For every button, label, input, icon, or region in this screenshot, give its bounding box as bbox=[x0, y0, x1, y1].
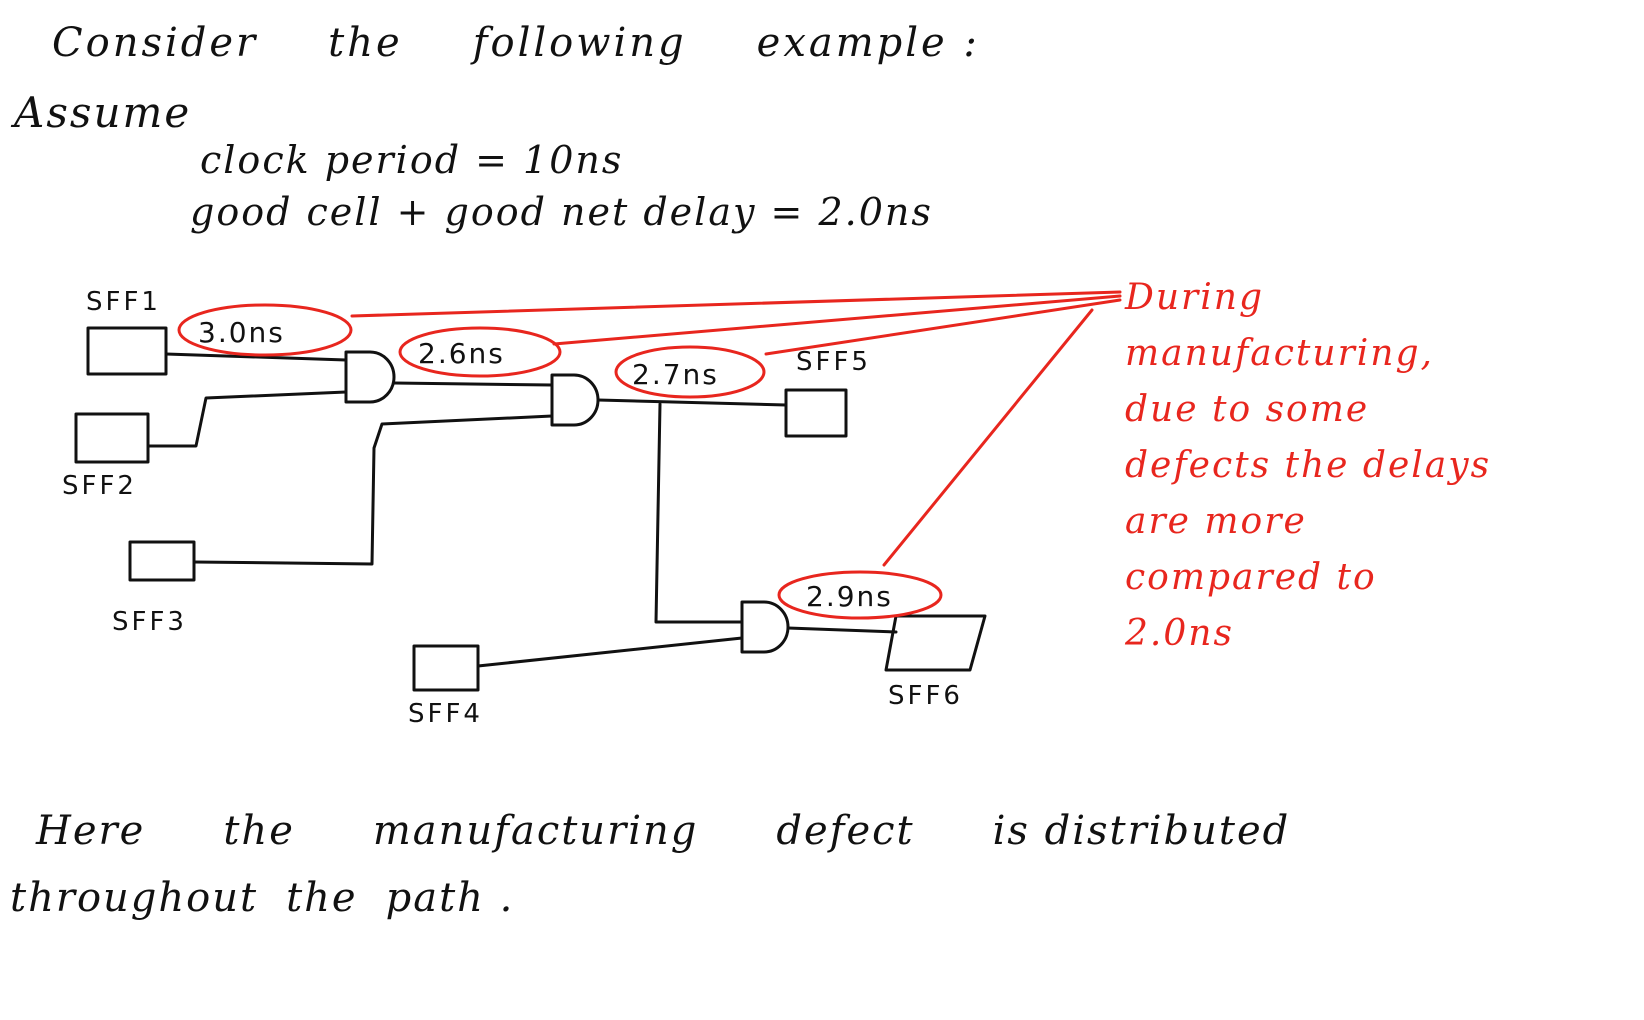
annotation-line: defects the delays bbox=[1125, 445, 1492, 486]
whiteboard-page: Consider the following example : Assume clo… bbox=[10, 20, 1625, 921]
wire-branch-gate3 bbox=[654, 402, 744, 624]
intro-heading: Consider the following example : bbox=[52, 20, 1050, 66]
annotation-line-4 bbox=[882, 308, 1094, 567]
sff1-box bbox=[86, 326, 168, 376]
delay-label-3: 2.7ns bbox=[632, 358, 719, 391]
assume-label: Assume bbox=[14, 88, 192, 137]
conclusion-line-2: throughout the path . bbox=[10, 875, 542, 921]
delay-oval-1 bbox=[177, 303, 353, 357]
annotation-line: are more bbox=[1125, 501, 1307, 542]
annotation-line: 2.0ns bbox=[1125, 613, 1234, 654]
conclusion-word: manufacturing bbox=[372, 808, 699, 854]
conclusion-word: throughout bbox=[10, 875, 259, 921]
annotation-line: compared to bbox=[1125, 557, 1377, 598]
annotation-line-2 bbox=[552, 294, 1122, 346]
and-gate-1 bbox=[344, 350, 396, 404]
sff4-label: SFF4 bbox=[408, 699, 483, 729]
intro-word: example : bbox=[756, 20, 980, 66]
sff2-box bbox=[74, 412, 150, 464]
sff3-box bbox=[128, 540, 196, 582]
and-gate-2 bbox=[550, 373, 600, 427]
annotation-line: manufacturing, bbox=[1125, 333, 1434, 374]
sff1-label: SFF1 bbox=[86, 287, 161, 317]
sff5-box bbox=[784, 388, 848, 438]
intro-word: Consider bbox=[52, 20, 259, 66]
conclusion-word: the bbox=[286, 875, 358, 921]
annotation-line: During bbox=[1125, 277, 1265, 318]
wire-sff3-gate2 bbox=[192, 414, 554, 566]
conclusion-word: defect bbox=[776, 808, 915, 854]
sff3-label: SFF3 bbox=[112, 607, 187, 637]
conclusion-line-1: Here the manufacturing defect is distributed bbox=[36, 808, 1368, 854]
wire-sff2-gate1 bbox=[146, 390, 348, 448]
wire-sff4-gate3 bbox=[476, 636, 744, 668]
conclusion-word: path . bbox=[385, 875, 515, 921]
wire-gate2-sff5 bbox=[596, 398, 788, 407]
sff2-label: SFF2 bbox=[62, 471, 137, 501]
delay-oval-3 bbox=[614, 345, 766, 399]
wire-sff1-gate1 bbox=[164, 352, 348, 362]
delay-label-2: 2.6ns bbox=[418, 337, 505, 370]
annotation-line-1 bbox=[350, 290, 1122, 318]
intro-word: following bbox=[472, 20, 687, 66]
conclusion-word: Here bbox=[36, 808, 146, 854]
good-delay-text: good cell + good net delay = 2.0ns bbox=[190, 190, 933, 234]
sff6-label: SFF6 bbox=[888, 681, 963, 711]
intro-word: the bbox=[328, 20, 403, 66]
conclusion-word: is distributed bbox=[992, 808, 1291, 854]
and-gate-3 bbox=[740, 600, 790, 654]
sff6-box bbox=[884, 614, 987, 672]
clock-period-text: clock period = 10ns bbox=[200, 138, 624, 182]
wire-gate3-sff6 bbox=[786, 626, 898, 634]
defect-annotation: During manufacturing, due to some defect… bbox=[1125, 270, 1625, 662]
delay-oval-4 bbox=[777, 570, 943, 620]
wire-gate1-gate2 bbox=[392, 381, 554, 387]
annotation-line-3 bbox=[764, 298, 1122, 356]
annotation-line: due to some bbox=[1125, 389, 1370, 430]
conclusion-word: the bbox=[223, 808, 295, 854]
delay-oval-2 bbox=[398, 326, 562, 378]
delay-label-1: 3.0ns bbox=[198, 316, 285, 349]
sff5-label: SFF5 bbox=[796, 347, 871, 377]
circuit-diagram: SFF1 SFF2 SFF3 SFF4 SFF5 SFF6 3.0ns 2.6n… bbox=[62, 287, 1122, 729]
delay-label-4: 2.9ns bbox=[806, 580, 893, 613]
sff4-box bbox=[412, 644, 480, 692]
